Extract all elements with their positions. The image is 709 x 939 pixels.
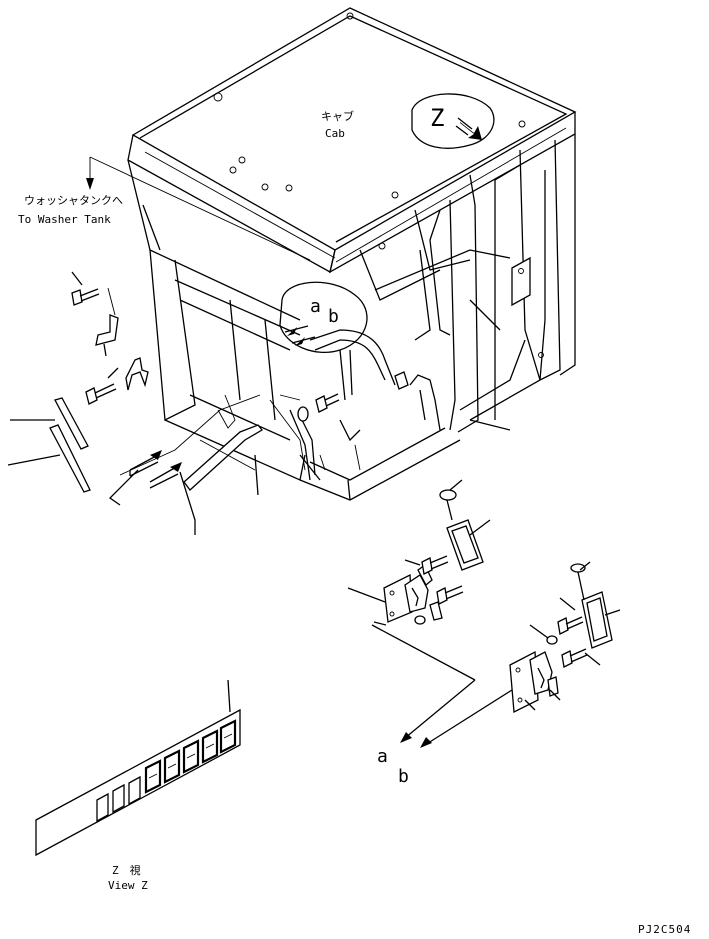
callout-a-label-bottom: a bbox=[377, 746, 388, 767]
cab-roof bbox=[127, 7, 577, 274]
wiper-blade bbox=[10, 397, 89, 450]
callout-a-label-top: a bbox=[310, 296, 321, 317]
view-z-panel: Z 視 View Z bbox=[35, 679, 241, 892]
wiper-motor-arm bbox=[119, 394, 263, 496]
washer-label-en: To Washer Tank bbox=[18, 213, 111, 226]
decal-digits bbox=[96, 719, 237, 823]
washer-tank-label: ウォッシャタンクへ To Washer Tank bbox=[18, 156, 311, 261]
cab-body-right bbox=[339, 134, 576, 442]
latch-assembly-left bbox=[347, 479, 491, 681]
callout-a-b-bottom: a b bbox=[377, 679, 476, 787]
callout-b-label-top: b bbox=[328, 306, 339, 327]
bolt-center bbox=[297, 393, 340, 422]
bolt-upper bbox=[71, 271, 100, 306]
bolt-lower bbox=[85, 367, 119, 405]
view-z-marker: Z bbox=[411, 93, 495, 149]
washer-label-jp: ウォッシャタンクへ bbox=[24, 194, 123, 207]
washer-hoses bbox=[309, 329, 441, 431]
left-parts bbox=[7, 271, 511, 535]
bracket-upper bbox=[95, 287, 119, 357]
view-z-label-en: View Z bbox=[108, 879, 148, 892]
bracket-lower bbox=[125, 357, 149, 391]
cab-floor bbox=[299, 427, 461, 501]
view-z-marker-letter: Z bbox=[430, 104, 444, 132]
latch-assembly-right bbox=[424, 561, 621, 746]
cab-label-en: Cab bbox=[325, 127, 345, 140]
drawing-code: PJ2C504 bbox=[638, 923, 691, 936]
cab-label: キャブ Cab bbox=[321, 109, 354, 140]
wiper-arm bbox=[7, 424, 91, 493]
cab-label-jp: キャブ bbox=[321, 109, 354, 123]
washer-nozzle bbox=[108, 450, 196, 535]
callout-b-label-bottom: b bbox=[398, 766, 409, 787]
view-z-label-jp: Z 視 bbox=[112, 863, 141, 877]
callout-a-b-top: a b bbox=[279, 281, 368, 354]
cab-body-left bbox=[127, 159, 321, 481]
